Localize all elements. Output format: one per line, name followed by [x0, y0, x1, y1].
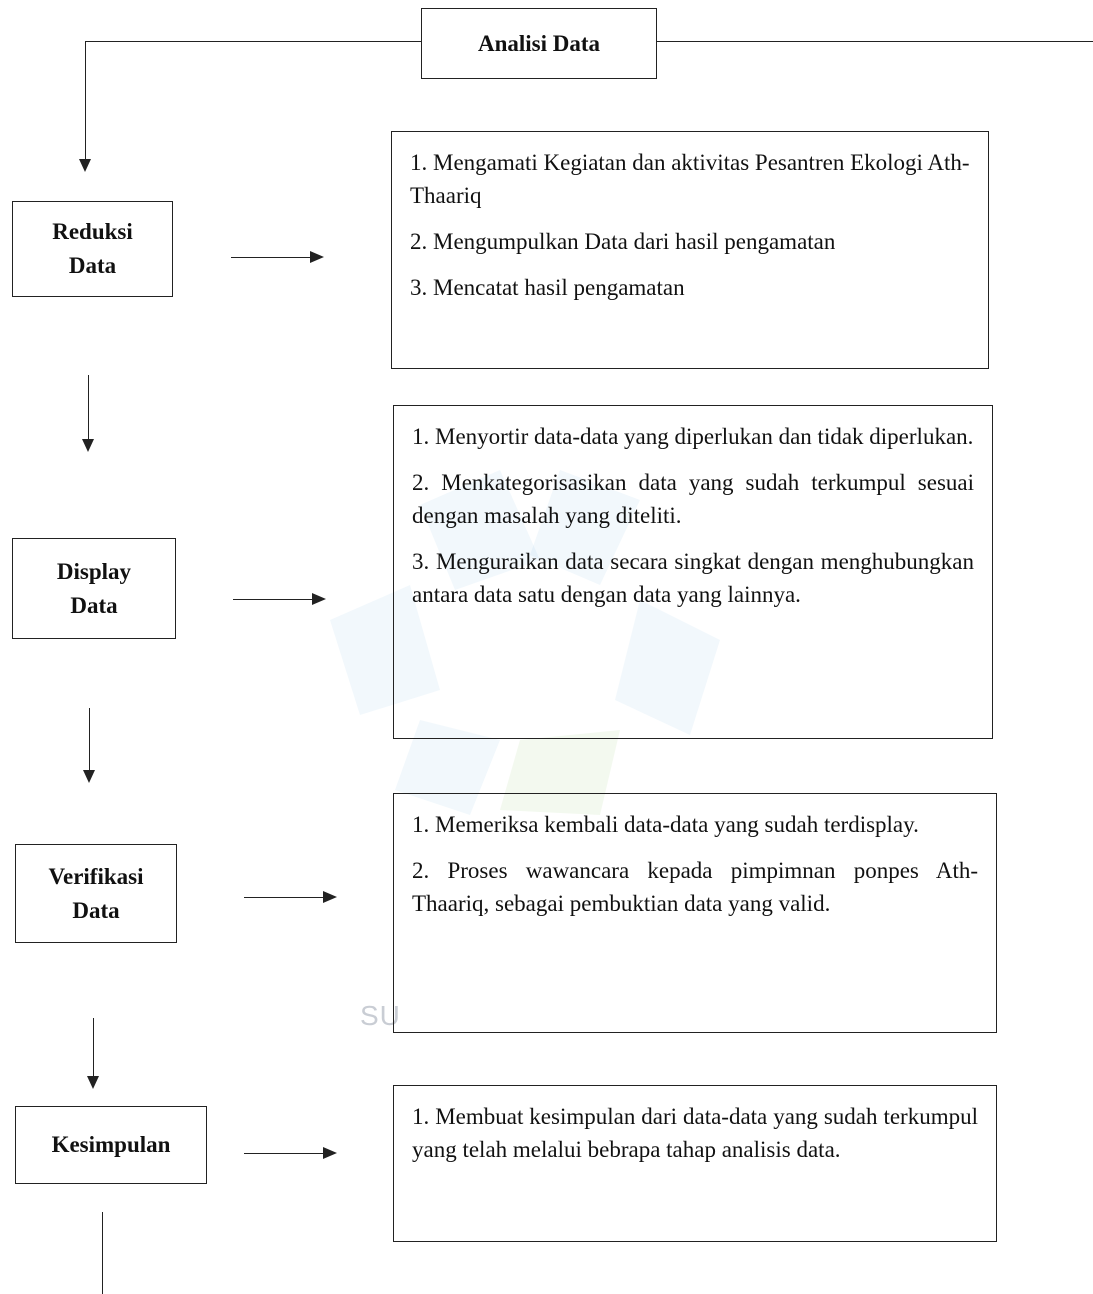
connector-down-5	[102, 1212, 103, 1294]
step-item: 1. Menyortir data-data yang diperlukan d…	[412, 424, 974, 449]
connector-right-1	[231, 257, 311, 258]
step-item: 2. Mengumpulkan Data dari hasil pengamat…	[410, 229, 836, 254]
arrow-right-4	[323, 1147, 337, 1159]
connector-right-3	[244, 897, 324, 898]
arrow-right-2	[312, 593, 326, 605]
connector-right-4	[244, 1153, 324, 1154]
header-title-box: Analisi Data	[421, 8, 657, 79]
arrow-down-1	[79, 159, 91, 172]
stage-box-verifikasi: Verifikasi Data	[15, 844, 177, 943]
step-item: 2. Proses wawancara kepada pimpimnan pon…	[412, 858, 978, 916]
stage-box-reduksi: Reduksi Data	[12, 201, 173, 297]
stage-box-kesimpulan: Kesimpulan	[15, 1106, 207, 1184]
connector-down-2	[88, 375, 89, 439]
stage-label-line2: Data	[68, 253, 117, 278]
stage-label-line2: Data	[70, 592, 118, 618]
stage-label-line1: Reduksi	[52, 219, 133, 244]
detail-box-kesimpulan: 1. Membuat kesimpulan dari data-data yan…	[393, 1085, 997, 1242]
arrow-down-4	[87, 1076, 99, 1089]
stage-label-line1: Display	[56, 558, 132, 584]
step-item: 3. Mencatat hasil pengamatan	[410, 275, 685, 300]
detail-box-verifikasi: 1. Memeriksa kembali data-data yang suda…	[393, 793, 997, 1033]
arrow-down-3	[83, 770, 95, 783]
detail-box-display: 1. Menyortir data-data yang diperlukan d…	[393, 405, 993, 739]
step-item: 3. Menguraikan data secara singkat denga…	[412, 549, 974, 607]
step-item: 1. Mengamati Kegiatan dan aktivitas Pesa…	[410, 150, 970, 208]
top-connector-left	[85, 41, 421, 42]
step-item: 1. Membuat kesimpulan dari data-data yan…	[412, 1104, 978, 1162]
stage-box-display: Display Data	[12, 538, 176, 639]
stage-label-line2: Data	[72, 897, 120, 923]
stage-label-line1: Verifikasi	[48, 863, 144, 889]
connector-down-3	[89, 708, 90, 770]
detail-box-reduksi: 1. Mengamati Kegiatan dan aktivitas Pesa…	[391, 131, 989, 369]
connector-down-4	[93, 1018, 94, 1076]
arrow-down-2	[82, 439, 94, 452]
step-item: 1. Memeriksa kembali data-data yang suda…	[412, 812, 919, 837]
top-connector-right	[657, 41, 1093, 42]
stage-label-line1: Kesimpulan	[51, 1132, 171, 1157]
arrow-right-3	[323, 891, 337, 903]
connector-right-2	[233, 599, 313, 600]
top-connector-down	[85, 41, 86, 159]
arrow-right-1	[310, 251, 324, 263]
header-title: Analisi Data	[477, 30, 601, 56]
step-item: 2. Menkategorisasikan data yang sudah te…	[412, 470, 974, 528]
